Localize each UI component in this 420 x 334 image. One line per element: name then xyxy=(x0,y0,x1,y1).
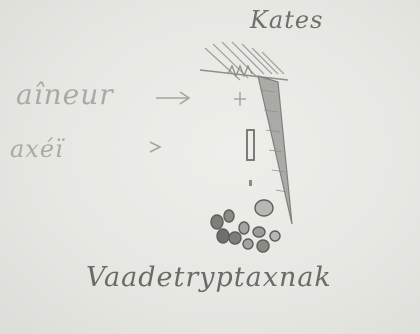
cell-cluster xyxy=(211,200,280,252)
arrow-head-icon xyxy=(150,142,160,152)
label-left-1: aîneur xyxy=(16,78,114,111)
label-left-2: axéï xyxy=(10,135,64,163)
small-rectangle xyxy=(247,130,254,160)
label-bottom: Vaadetryptaxnak xyxy=(86,262,332,293)
label-top: Kates xyxy=(250,6,323,34)
small-dot xyxy=(249,180,252,186)
plus-marks xyxy=(234,92,246,106)
arrow-icon xyxy=(156,92,189,104)
